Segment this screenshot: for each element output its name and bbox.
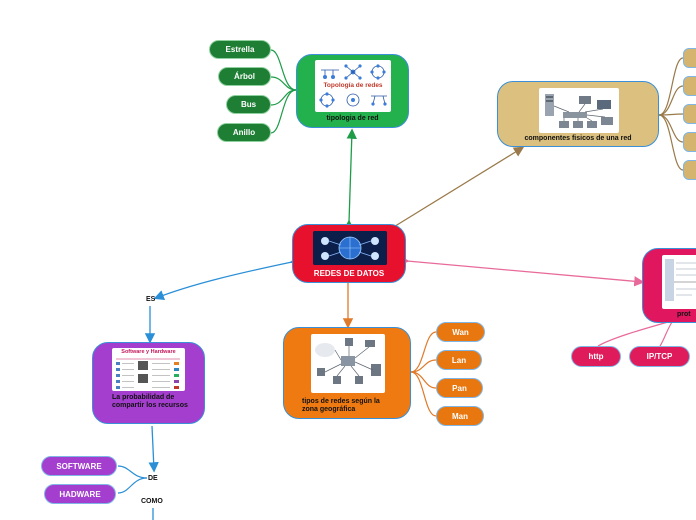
tipos-item-pan[interactable]: Pan: [436, 378, 483, 398]
componentes-image: [539, 88, 619, 133]
componentes-item-5[interactable]: [683, 160, 696, 180]
como-label: COMO: [141, 498, 163, 505]
protocolos-caption: prot: [677, 311, 691, 318]
network-globe-image: [313, 231, 387, 265]
link-central-protocolos: [398, 255, 645, 287]
recursos-item-hardware[interactable]: HADWARE: [44, 484, 116, 504]
central-node[interactable]: REDES DE DATOS: [292, 224, 406, 283]
recursos-caption: La probabilidad de compartir los recurso…: [112, 394, 188, 409]
componentes-node[interactable]: componentes fisicos de una red: [497, 81, 659, 147]
recursos-node[interactable]: Software y Hardware La probabilidad de c…: [92, 342, 205, 424]
topologia-image: Topología de redes: [315, 60, 391, 112]
protocolo-item-http[interactable]: http: [571, 346, 621, 367]
central-label: REDES DE DATOS: [313, 269, 385, 278]
componentes-item-1[interactable]: [683, 48, 696, 68]
tipos-item-wan[interactable]: Wan: [436, 322, 485, 342]
protocolo-item-iptcp[interactable]: IP/TCP: [629, 346, 690, 367]
de-label: DE: [148, 475, 158, 482]
topologia-item-estrella[interactable]: Estrella: [209, 40, 271, 59]
componentes-item-2[interactable]: [683, 76, 696, 96]
link-central-componentes: [382, 146, 525, 237]
link-recursos-de: [148, 425, 159, 473]
link-central-es: [153, 255, 301, 301]
topologia-item-bus[interactable]: Bus: [226, 95, 271, 114]
tipos-item-man[interactable]: Man: [436, 406, 484, 426]
protocolos-node[interactable]: prot: [642, 248, 696, 323]
topologia-caption: tipologia de red: [326, 115, 379, 122]
tipos-node[interactable]: tipos de redes según la zona geográfica: [283, 327, 411, 419]
topologia-node[interactable]: Topología de redes tipologia de red: [296, 54, 409, 128]
recursos-item-software[interactable]: SOFTWARE: [41, 456, 117, 476]
tipos-caption: tipos de redes según la zona geográfica: [302, 398, 380, 413]
topologia-item-arbol[interactable]: Árbol: [218, 67, 271, 86]
topologia-image-title: Topología de redes: [323, 82, 383, 89]
es-link-label: ES: [146, 296, 156, 303]
tipos-item-lan[interactable]: Lan: [436, 350, 482, 370]
tipos-image: [311, 334, 385, 393]
recursos-image: Software y Hardware: [112, 348, 185, 391]
link-central-topologia: [343, 128, 357, 230]
componentes-caption: componentes fisicos de una red: [524, 135, 632, 142]
componentes-item-4[interactable]: [683, 132, 696, 152]
recursos-image-title: Software y Hardware: [121, 349, 176, 355]
topologia-item-anillo[interactable]: Anillo: [217, 123, 271, 142]
protocolos-image: [662, 255, 696, 309]
componentes-item-3[interactable]: [683, 104, 696, 124]
